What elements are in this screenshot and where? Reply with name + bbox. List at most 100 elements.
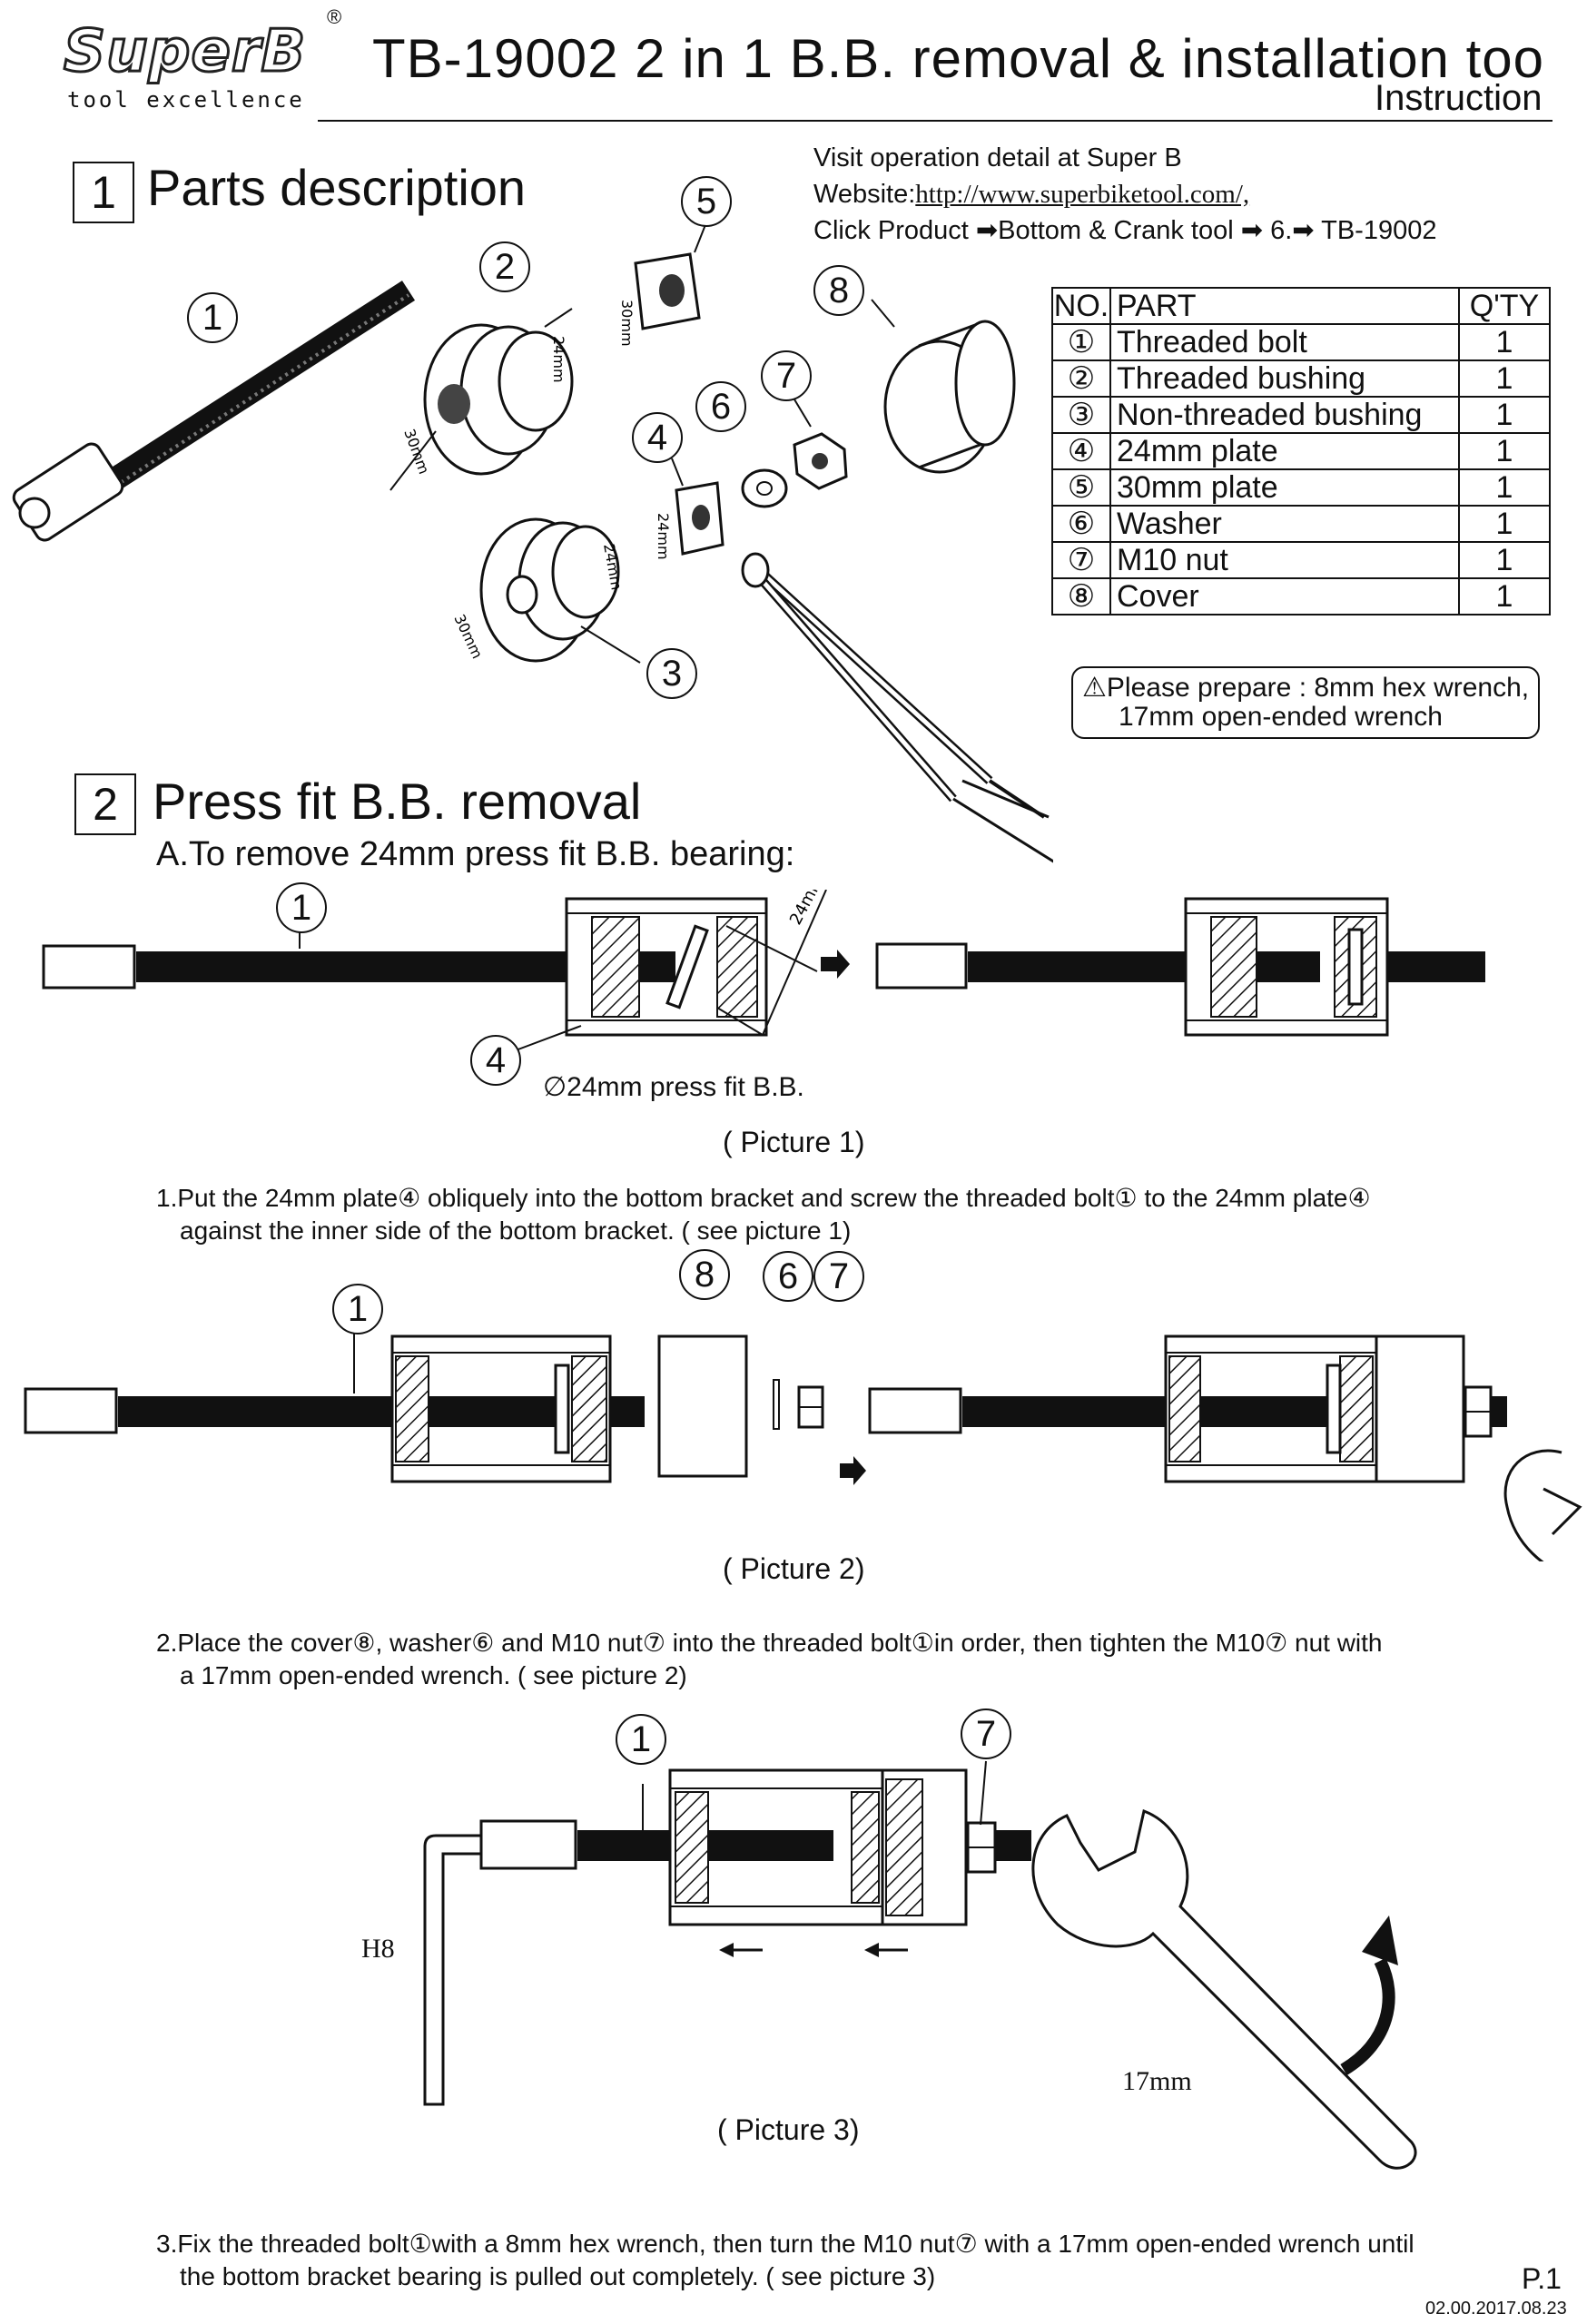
step-1-line-1: 1.Put the 24mm plate④ obliquely into the… <box>156 1184 1371 1212</box>
callout-cover-8: 8 <box>813 265 864 316</box>
non-threaded-bushing-drawing <box>479 517 641 664</box>
picture-3-callout-nut: 7 <box>961 1709 1011 1759</box>
svg-text:30mm: 30mm <box>618 300 636 347</box>
row-qty: 1 <box>1458 541 1551 579</box>
picture-2-callout-nut: 7 <box>813 1251 864 1302</box>
row-part: M10 nut <box>1109 541 1460 579</box>
row-no: ⑧ <box>1051 577 1111 615</box>
row-no: ② <box>1051 359 1111 398</box>
revision-date: 02.00.2017.08.23 <box>1425 2299 1567 2319</box>
row-qty: 1 <box>1458 396 1551 434</box>
24mm-plate-drawing <box>671 458 724 556</box>
row-qty: 1 <box>1458 359 1551 398</box>
svg-text:24mm: 24mm <box>786 890 828 928</box>
page-number: P.1 <box>1522 2262 1562 2295</box>
callout-nut-7: 7 <box>761 350 812 401</box>
row-no: ⑥ <box>1051 505 1111 543</box>
document-subtitle: Instruction <box>1375 78 1543 118</box>
section-2-subtitle: A.To remove 24mm press fit B.B. bearing: <box>156 835 795 873</box>
section-2-title: Press fit B.B. removal <box>153 773 642 830</box>
row-part: Cover <box>1109 577 1460 615</box>
prepare-note: ⚠Please prepare : 8mm hex wrench, 17mm o… <box>1071 666 1541 739</box>
step-3-line-2: the bottom bracket bearing is pulled out… <box>180 2262 936 2290</box>
picture-1-callout-bolt: 1 <box>276 882 327 933</box>
step-2-line-2: a 17mm open-ended wrench. ( see picture … <box>180 1661 687 1689</box>
section-1-title: Parts description <box>147 159 527 216</box>
visit-line-3: Click Product ➡Bottom & Crank tool ➡ 6.➡… <box>813 216 1437 245</box>
section-1-number: 1 <box>73 162 134 223</box>
callout-bolt-1: 1 <box>187 292 238 343</box>
30mm-plate-drawing <box>634 217 709 330</box>
svg-text:30mm: 30mm <box>400 427 432 477</box>
row-part: 30mm plate <box>1109 468 1460 507</box>
row-no: ⑤ <box>1051 468 1111 507</box>
picture-2-callout-washer: 6 <box>763 1251 813 1302</box>
website-link[interactable]: http://www.superbiketool.com/, <box>915 180 1250 209</box>
picture-3-diagram <box>423 1760 1417 2170</box>
row-qty: 1 <box>1458 432 1551 470</box>
picture-1-callout-plate: 4 <box>470 1035 521 1086</box>
step-1-line-2: against the inner side of the bottom bra… <box>180 1216 852 1245</box>
visit-line-2: Website:http://www.superbiketool.com/, <box>813 176 1436 212</box>
row-qty: 1 <box>1458 505 1551 543</box>
callout-bushing-2: 2 <box>479 241 530 292</box>
callout-plate-5: 5 <box>681 176 732 227</box>
row-part: 24mm plate <box>1109 432 1460 470</box>
picture-2-caption: ( Picture 2) <box>723 1552 865 1585</box>
picture-3-callout-bolt: 1 <box>616 1714 666 1765</box>
col-header-part: PART <box>1109 287 1460 325</box>
parts-table-header: NO. PART Q'TY <box>1051 287 1551 325</box>
row-no: ③ <box>1051 396 1111 434</box>
picture-1-diagram: 24mm <box>42 890 1485 1054</box>
brand-wordmark: SuperB <box>62 17 307 87</box>
brand-tagline: tool excellence <box>67 87 305 113</box>
website-label: Website: <box>813 180 916 209</box>
prepare-note-line-2: 17mm open-ended wrench <box>1119 702 1443 732</box>
col-header-qty: Q'TY <box>1458 287 1551 325</box>
step-3-line-1: 3.Fix the threaded bolt①with a 8mm hex w… <box>156 2230 1414 2258</box>
visit-info: Visit operation detail at Super B Websit… <box>813 140 1436 249</box>
threaded-bushing-drawing <box>389 308 574 491</box>
document-title: TB-19002 2 in 1 B.B. removal & installat… <box>372 28 1545 89</box>
step-1-text: 1.Put the 24mm plate④ obliquely into the… <box>156 1182 1371 1247</box>
m10-nut-drawing <box>793 399 848 490</box>
callout-bushing-3: 3 <box>646 648 697 699</box>
row-no: ④ <box>1051 432 1111 470</box>
cover-drawing <box>871 299 1016 474</box>
hex-key-drawing <box>741 552 1053 863</box>
step-3-text: 3.Fix the threaded bolt①with a 8mm hex w… <box>156 2228 1414 2293</box>
header-rule <box>318 120 1552 122</box>
row-no: ⑦ <box>1051 541 1111 579</box>
picture-1-bb-label: ∅24mm press fit B.B. <box>543 1072 804 1102</box>
col-header-no: NO. <box>1051 287 1111 325</box>
row-qty: 1 <box>1458 468 1551 507</box>
threaded-bolt-drawing <box>12 281 416 542</box>
step-2-text: 2.Place the cover⑧, washer⑥ and M10 nut⑦… <box>156 1627 1383 1692</box>
section-2-number: 2 <box>74 773 136 835</box>
hex-wrench-size-label: H8 <box>361 1934 395 1964</box>
picture-2-diagram <box>24 1325 1582 1561</box>
brand-logo: SuperB <box>62 17 307 87</box>
picture-3-caption: ( Picture 3) <box>717 2113 860 2146</box>
row-qty: 1 <box>1458 577 1551 615</box>
registered-mark: ® <box>327 5 342 28</box>
visit-line-1: Visit operation detail at Super B <box>813 143 1182 172</box>
row-part: Threaded bolt <box>1109 323 1460 361</box>
step-2-line-1: 2.Place the cover⑧, washer⑥ and M10 nut⑦… <box>156 1629 1383 1657</box>
row-part: Washer <box>1109 505 1460 543</box>
svg-text:24mm: 24mm <box>655 513 672 560</box>
picture-2-callout-bolt: 1 <box>332 1284 383 1334</box>
open-wrench-size-label: 17mm <box>1122 2066 1192 2096</box>
svg-text:24mm: 24mm <box>550 336 567 383</box>
svg-text:30mm: 30mm <box>450 612 486 662</box>
parts-illustration: 30mm 24mm 30mm 24mm 24mm 30mm <box>12 217 1053 863</box>
